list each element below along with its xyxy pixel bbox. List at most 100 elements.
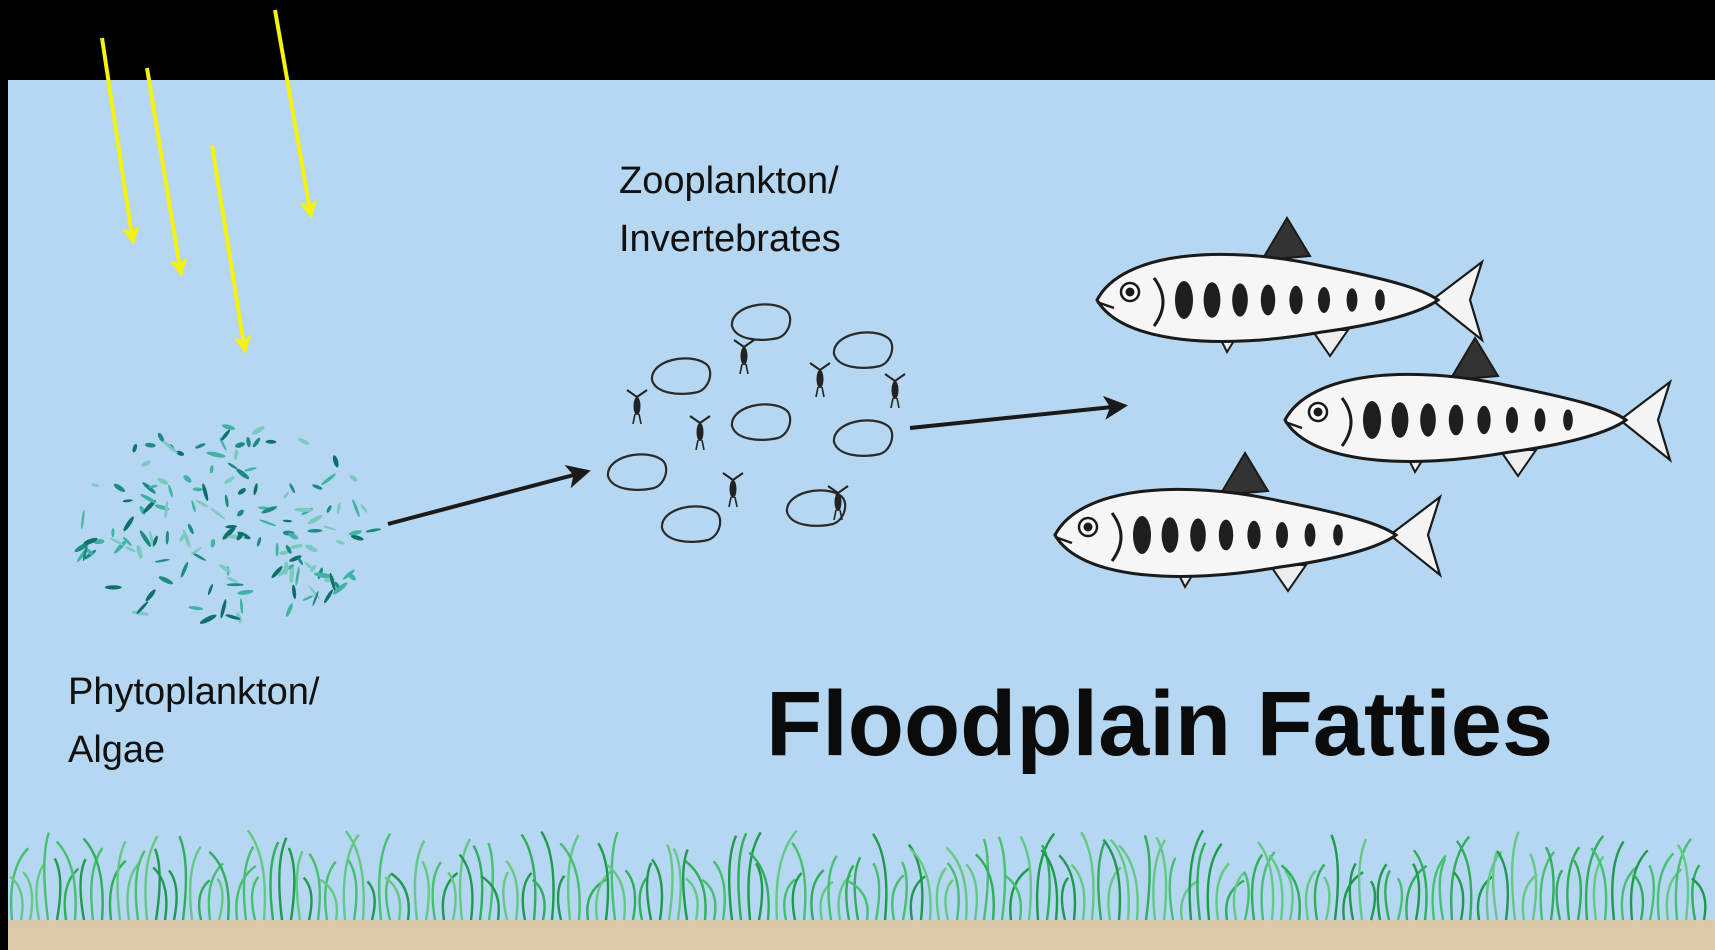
algae-cell	[221, 423, 235, 431]
algae-cell	[326, 504, 333, 513]
grass-blade	[179, 836, 186, 920]
algae-cell	[261, 505, 278, 515]
algae-cell	[239, 598, 243, 614]
grass-blade	[1546, 847, 1554, 920]
algae-cell	[209, 507, 225, 520]
algae-cell	[155, 558, 170, 563]
algae-cell	[194, 442, 206, 449]
grass-blade	[415, 841, 424, 920]
grass-blade	[1315, 864, 1324, 920]
grass-blade	[1530, 854, 1536, 920]
copepod	[723, 473, 743, 507]
grass-blade	[252, 877, 258, 920]
diagram-title: Floodplain Fatties	[766, 672, 1553, 777]
grass-blade	[503, 872, 508, 920]
grass-blade	[422, 861, 429, 920]
algae-cell	[265, 440, 276, 444]
grass-blade	[541, 832, 553, 920]
algae-cell	[109, 537, 125, 547]
fish	[1055, 453, 1440, 591]
algae-cell	[191, 500, 197, 513]
sun-ray-2	[147, 68, 180, 268]
zooplankton-cluster	[608, 304, 905, 541]
grass-blade	[81, 859, 86, 920]
algae-cell	[302, 594, 314, 601]
grass-blade	[320, 880, 337, 920]
grass-blade	[873, 834, 886, 920]
grass-blade	[348, 860, 356, 920]
ostracod-shell	[732, 304, 790, 339]
algae-cell	[336, 502, 342, 514]
algae-cell	[360, 503, 369, 513]
algae-cell	[335, 539, 345, 545]
ostracod-shell	[652, 358, 710, 393]
grass-blade	[433, 862, 441, 920]
algae-cell	[220, 429, 232, 442]
grass-blade	[1678, 845, 1688, 920]
algae-cell	[125, 546, 136, 553]
algae-cell	[332, 455, 340, 468]
grass-blade	[686, 878, 698, 920]
algae-cell	[206, 450, 226, 459]
grass-blade	[523, 873, 532, 920]
grass-blade	[1667, 869, 1682, 920]
grass-blade	[1244, 872, 1249, 920]
algae-cell	[156, 477, 169, 486]
grass-blade	[1574, 860, 1581, 920]
algae-cell	[237, 487, 247, 496]
algae-cell	[323, 525, 337, 531]
grass-blade	[873, 863, 879, 920]
algae-cell	[188, 605, 203, 611]
sun-ray-1	[102, 38, 132, 236]
grass-blade	[729, 836, 736, 920]
grass-blade	[289, 848, 294, 920]
algae-cell	[140, 459, 151, 467]
grass-bed	[10, 830, 1705, 920]
algae-cell	[223, 475, 235, 485]
algae-cell	[80, 510, 85, 530]
grass-blade	[217, 879, 222, 920]
grass-blade	[118, 841, 126, 920]
algae-cell	[307, 513, 324, 525]
grass-blade	[1649, 865, 1653, 920]
grass-blade	[1440, 858, 1446, 920]
grass-blade	[902, 862, 907, 920]
algae-cell	[210, 539, 216, 548]
algae-cell	[165, 531, 169, 545]
grass-blade	[674, 848, 681, 920]
phytoplankton-label: Phytoplankton/ Algae	[68, 663, 319, 779]
algae-cell	[201, 483, 209, 502]
grass-blade	[984, 839, 988, 920]
grass-blade	[1156, 837, 1166, 920]
grass-blade	[1385, 870, 1390, 920]
sun-ray-4	[275, 10, 310, 210]
algae-cell	[135, 544, 143, 559]
algae-cell	[226, 576, 239, 584]
grass-blade	[1062, 878, 1068, 920]
grass-blade	[1557, 870, 1562, 920]
algae-cell	[179, 561, 189, 578]
grass-blade	[1497, 851, 1508, 920]
grass-blade	[304, 878, 312, 920]
algae-cell	[320, 472, 337, 486]
copepod	[885, 374, 905, 408]
ostracod-shell	[834, 420, 892, 455]
grass-blade	[1145, 835, 1150, 920]
zooplankton-label: Zooplankton/ Invertebrates	[619, 152, 841, 268]
algae-cell	[111, 528, 114, 537]
algae-cell	[275, 543, 278, 557]
copepod	[627, 390, 647, 424]
grass-blade	[506, 861, 518, 920]
grass-blade	[1197, 843, 1205, 920]
grass-blade	[756, 863, 762, 920]
algae-cell	[132, 443, 139, 453]
grass-blade	[155, 849, 160, 920]
grass-blade	[1098, 840, 1105, 920]
grass-blade	[169, 871, 176, 921]
grass-blade	[11, 848, 28, 920]
grass-blade	[36, 864, 43, 920]
algae-cell	[351, 499, 361, 518]
algae-cell	[158, 575, 174, 586]
grass-blade	[1269, 856, 1282, 921]
algae-cell	[283, 519, 293, 522]
